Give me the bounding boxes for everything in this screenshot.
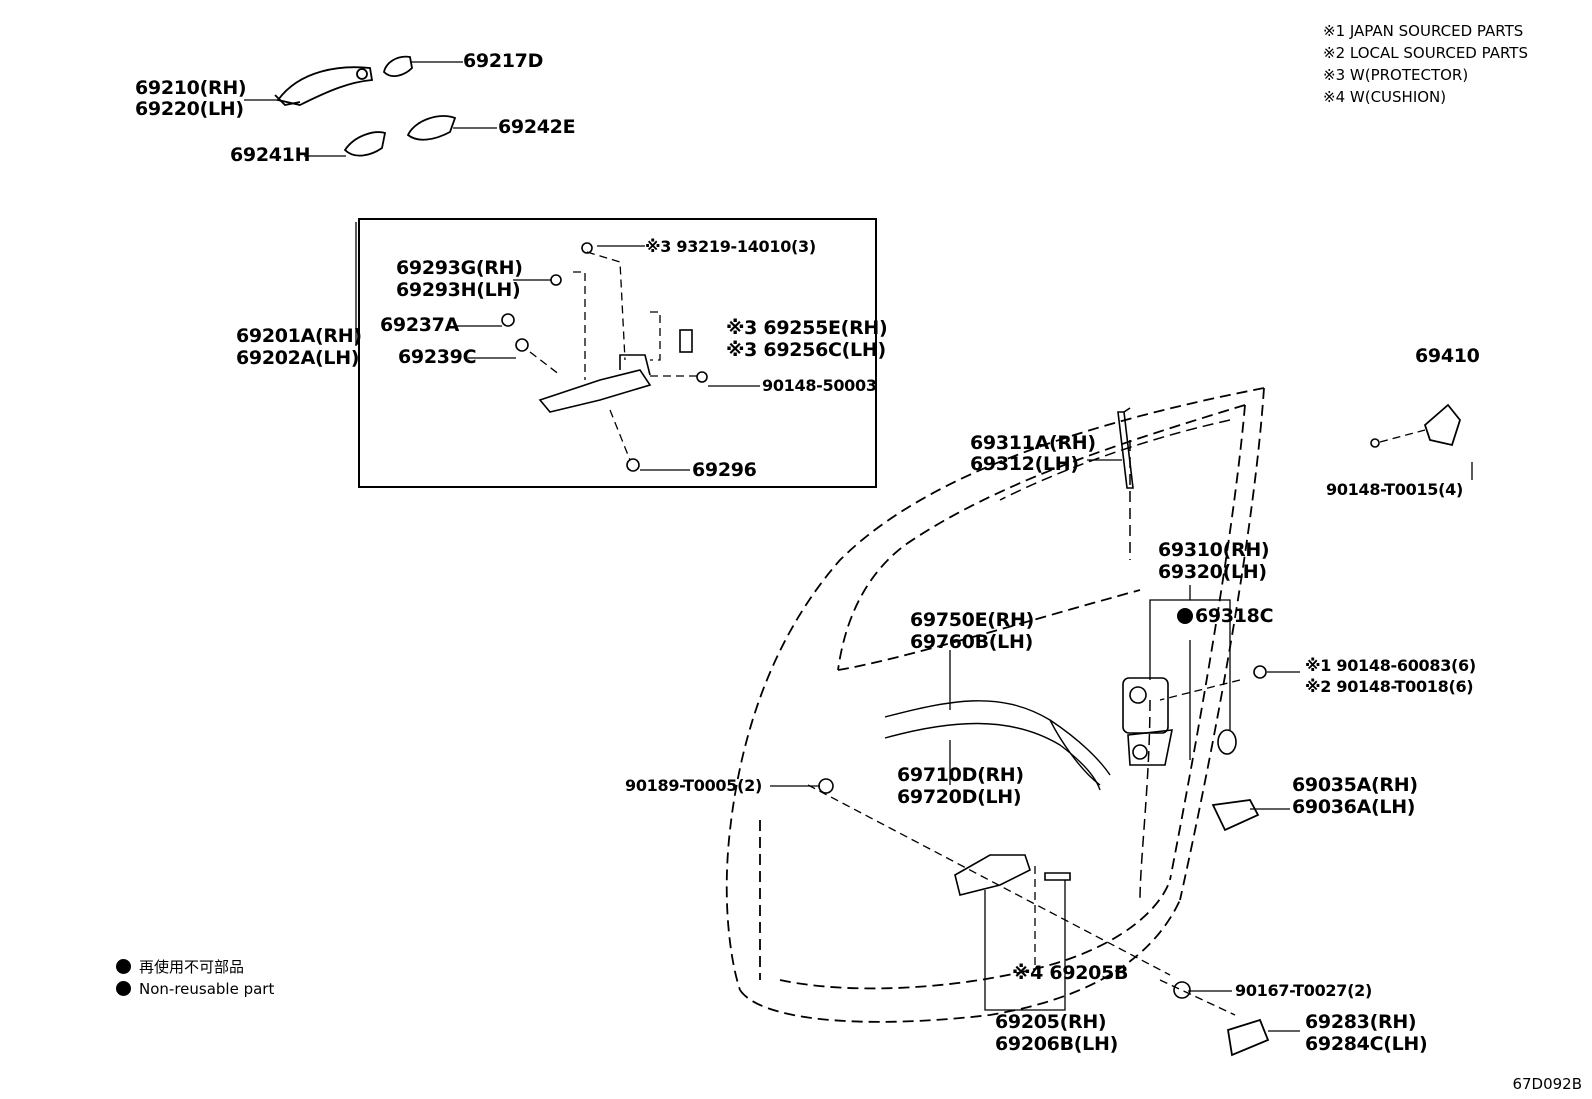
label-69239c: 69239C <box>398 346 477 368</box>
label-90167: 90167-T0027(2) <box>1235 981 1372 1000</box>
note-4: ※4 W(CUSHION) <box>1323 88 1447 106</box>
label-69760b: 69760B(LH) <box>910 631 1033 653</box>
bullet-icon <box>116 981 131 996</box>
note-3: ※3 W(PROTECTOR) <box>1323 66 1469 84</box>
label-90148-60083: ※1 90148-60083(6) <box>1305 656 1476 675</box>
legend-jp-text: 再使用不可部品 <box>139 958 245 976</box>
label-90189: 90189-T0005(2) <box>625 776 762 795</box>
legend-jp: 再使用不可部品 <box>116 956 244 977</box>
label-69710d: 69710D(RH) <box>897 764 1024 786</box>
label-69318c: 69318C <box>1195 605 1274 627</box>
bolt-shape <box>818 778 834 794</box>
label-69242e: 69242E <box>498 116 576 138</box>
label-69720d: 69720D(LH) <box>897 786 1022 808</box>
label-69293g: 69293G(RH) <box>396 257 523 279</box>
label-90148-t0015: 90148-T0015(4) <box>1326 480 1463 499</box>
striker-shape <box>954 854 1071 896</box>
check-assembly-shape <box>1423 403 1462 447</box>
handle-cap-shape <box>383 55 413 77</box>
door-lock-shape <box>1122 665 1267 766</box>
label-69410: 69410 <box>1415 345 1480 367</box>
handle-pad-shape <box>343 131 387 157</box>
label-69320: 69320(LH) <box>1158 561 1267 583</box>
cable-shape <box>884 700 1111 791</box>
striker-cover-shape <box>1226 1018 1270 1057</box>
note-1: ※1 JAPAN SOURCED PARTS <box>1323 22 1524 40</box>
label-69283: 69283(RH) <box>1305 1011 1417 1033</box>
label-69284c: 69284C(LH) <box>1305 1033 1428 1055</box>
label-69035a: 69035A(RH) <box>1292 774 1418 796</box>
label-69206b: 69206B(LH) <box>995 1033 1118 1055</box>
assembly-box <box>358 218 877 488</box>
label-69241h: 69241H <box>230 144 311 166</box>
outside-handle-shape <box>274 66 374 106</box>
note-2: ※2 LOCAL SOURCED PARTS <box>1323 44 1528 62</box>
label-69205: 69205(RH) <box>995 1011 1107 1033</box>
label-69312: 69312(LH) <box>970 453 1079 475</box>
label-69036a: 69036A(LH) <box>1292 796 1416 818</box>
label-69293h: 69293H(LH) <box>396 279 521 301</box>
door-outline <box>725 387 1265 1023</box>
label-69217d: 69217D <box>463 50 544 72</box>
label-90148-50003: 90148-50003 <box>762 376 877 395</box>
non-reusable-marker <box>1177 608 1193 624</box>
legend-en-text: Non-reusable part <box>139 980 275 998</box>
diagram-code: 67D092B <box>1512 1075 1582 1093</box>
bullet-icon <box>116 959 131 974</box>
label-69310: 69310(RH) <box>1158 539 1270 561</box>
label-69311a: 69311A(RH) <box>970 432 1096 454</box>
label-69750e: 69750E(RH) <box>910 609 1034 631</box>
label-69256c: ※3 69256C(LH) <box>726 339 886 361</box>
leader-lines <box>244 61 1473 1032</box>
label-69220: 69220(LH) <box>135 98 244 120</box>
lock-cover-shape <box>1211 799 1260 832</box>
door-rod-shape <box>1117 407 1134 489</box>
legend-en: Non-reusable part <box>116 980 274 998</box>
label-69296: 69296 <box>692 459 757 481</box>
label-69255e: ※3 69255E(RH) <box>726 317 888 339</box>
label-69210: 69210(RH) <box>135 77 247 99</box>
label-69202a: 69202A(LH) <box>236 347 360 369</box>
label-69201a: 69201A(RH) <box>236 325 362 347</box>
label-93219: ※3 93219-14010(3) <box>645 237 816 256</box>
label-90148-t0018: ※2 90148-T0018(6) <box>1305 677 1474 696</box>
handle-frame-shape <box>501 242 708 472</box>
handle-gasket-shape <box>406 115 457 141</box>
label-69237a: 69237A <box>380 314 460 336</box>
label-69205b: ※4 69205B <box>1012 962 1129 984</box>
